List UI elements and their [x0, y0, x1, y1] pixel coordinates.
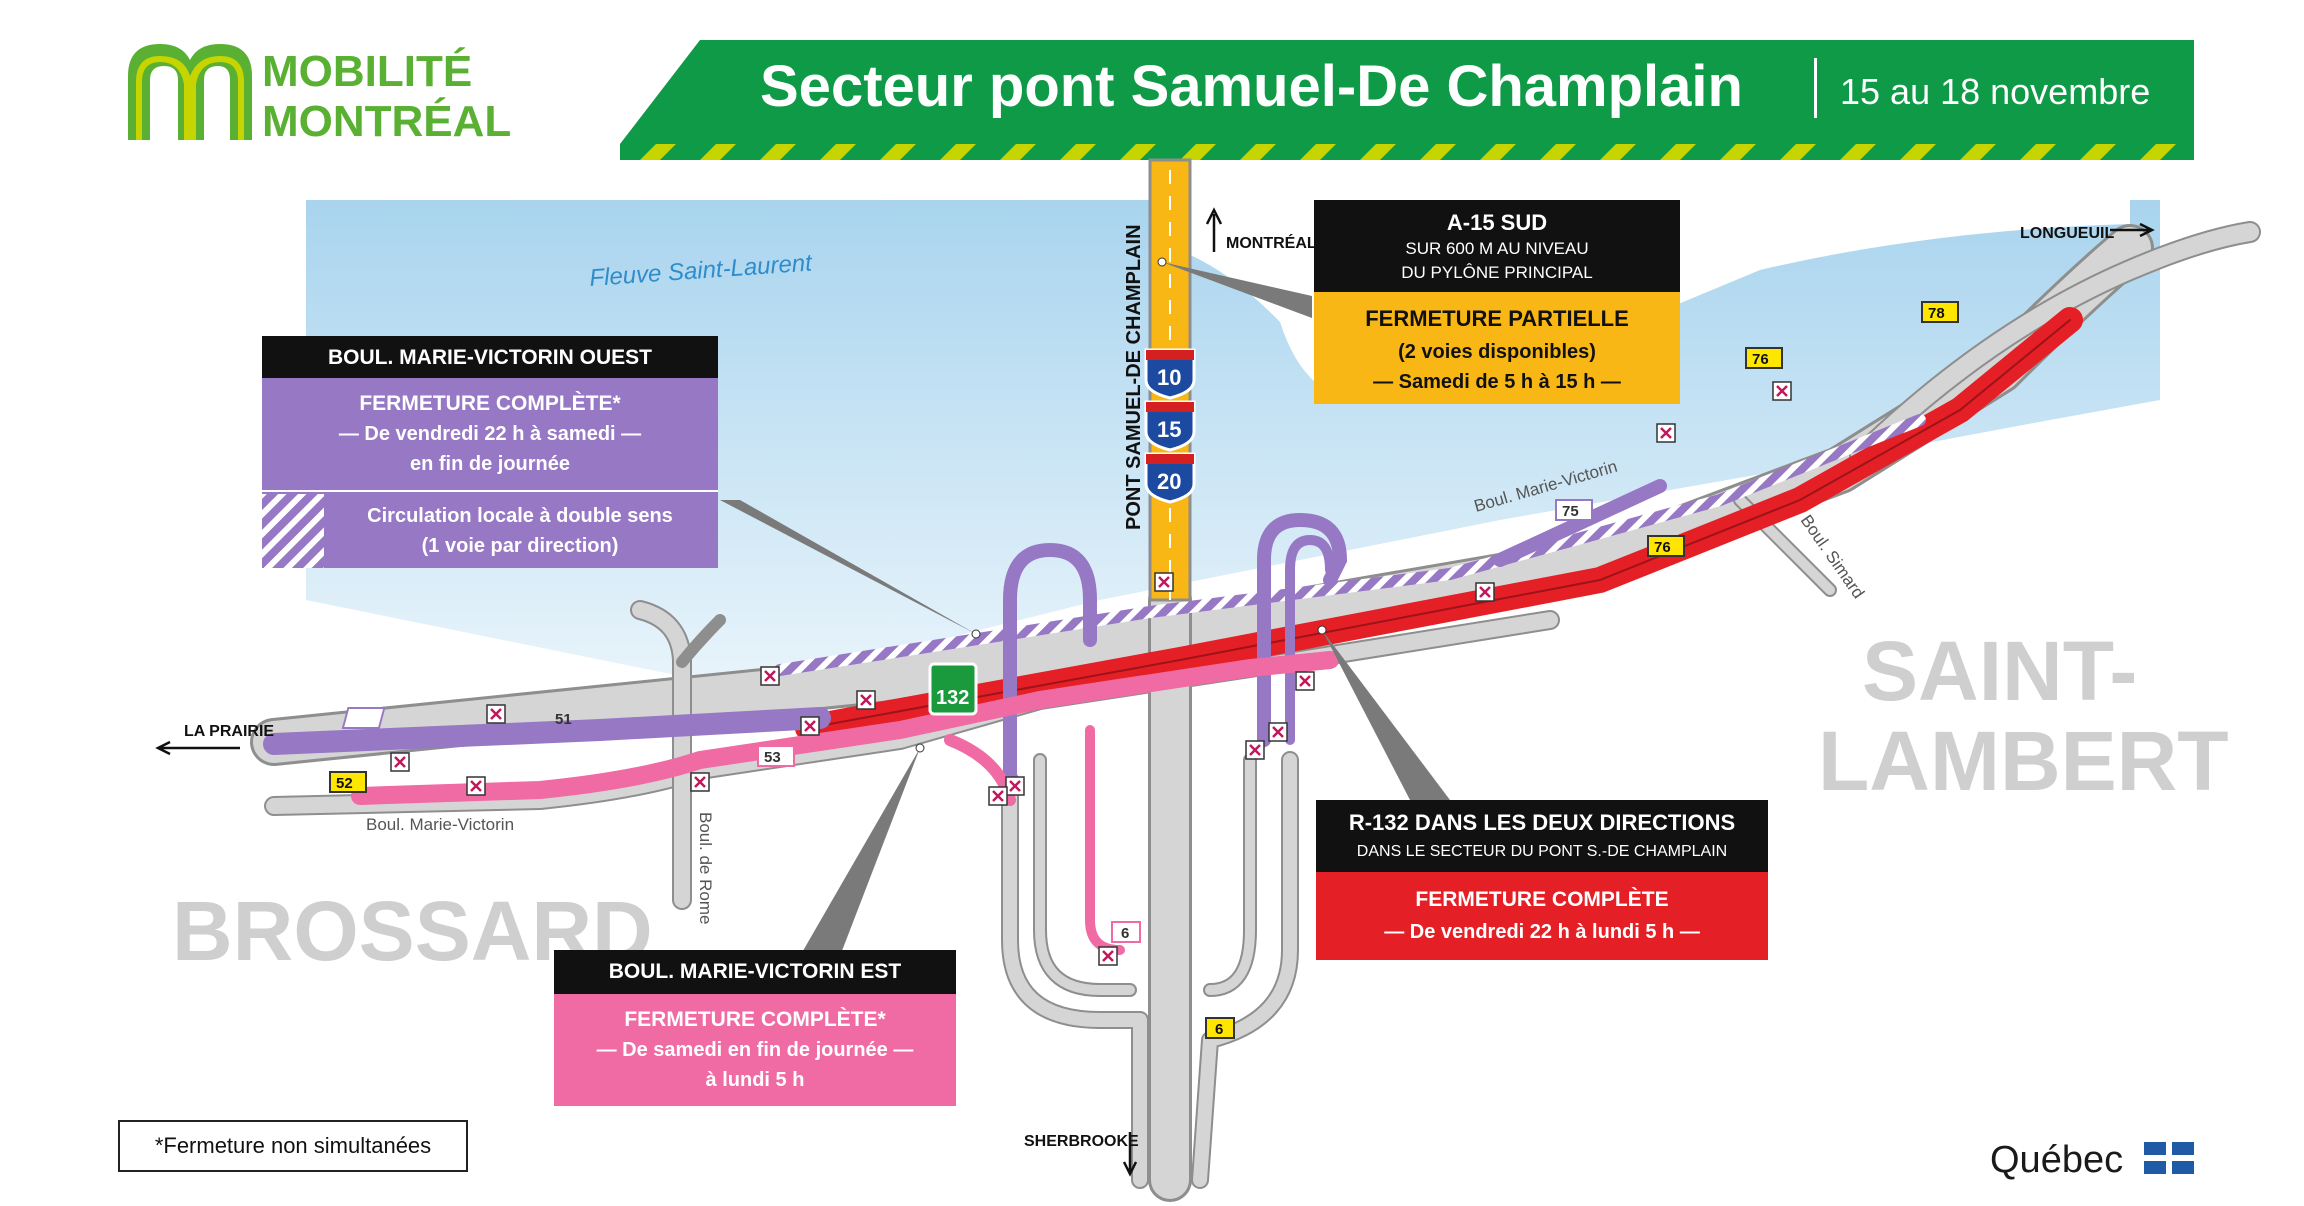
- svg-text:51: 51: [555, 711, 572, 728]
- quebec-flag-icon: [2144, 1142, 2194, 1174]
- exit-75: 75: [1555, 499, 1593, 521]
- closure-r132: [795, 307, 2083, 741]
- mvo-local2: (1 voie par direction): [422, 535, 619, 557]
- shield-i15: 15: [1144, 400, 1196, 452]
- mve-line1: — De samedi en fin de journée —: [597, 1039, 914, 1061]
- callout-mv-est: BOUL. MARIE-VICTORIN EST FERMETURE COMPL…: [554, 950, 956, 1106]
- banner-dates: 15 au 18 novembre: [1840, 71, 2150, 112]
- closure-mv-ouest: [263, 414, 1926, 787]
- mve-title: BOUL. MARIE-VICTORIN EST: [609, 960, 902, 983]
- banner-title: Secteur pont Samuel-De Champlain: [760, 54, 1743, 119]
- a15-status: FERMETURE PARTIELLE: [1365, 306, 1629, 331]
- la-prairie-label: LA PRAIRIE: [184, 723, 274, 740]
- svg-text:75: 75: [1562, 503, 1579, 520]
- arrow-south-icon: [1122, 1132, 1138, 1177]
- exit-78: 78: [1921, 301, 1959, 323]
- banner-stripes: [620, 144, 2194, 160]
- exit-53: 53: [757, 745, 795, 767]
- mvo-status: FERMETURE COMPLÈTE*: [359, 392, 621, 415]
- svg-text:15: 15: [1157, 417, 1181, 442]
- shield-i10: 10: [1144, 348, 1196, 400]
- mvo-title: BOUL. MARIE-VICTORIN OUEST: [328, 346, 652, 369]
- callout-r132: R-132 DANS LES DEUX DIRECTIONS DANS LE S…: [1316, 800, 1768, 960]
- callout-leaders: [720, 257, 1450, 956]
- exit-52: 52: [329, 771, 367, 793]
- mvo-line2: en fin de journée: [410, 453, 570, 475]
- mvo-local1: Circulation locale à double sens: [367, 505, 673, 527]
- interstate-shields: 10 15 20: [1144, 348, 1196, 504]
- mvo-line1: — De vendredi 22 h à samedi —: [339, 423, 641, 445]
- mve-line2: à lundi 5 h: [706, 1069, 805, 1091]
- footnote: *Fermeture non simultanées: [118, 1120, 468, 1172]
- brand-line2: MONTRÉAL: [262, 96, 511, 146]
- shield-i20: 20: [1144, 452, 1196, 504]
- a15-sub2: DU PYLÔNE PRINCIPAL: [1401, 263, 1592, 282]
- r132-title: R-132 DANS LES DEUX DIRECTIONS: [1349, 810, 1735, 835]
- bridge-label: PONT SAMUEL-DE CHAMPLAIN: [1123, 224, 1145, 530]
- saint-lambert-label-2: LAMBERT: [1818, 714, 2229, 808]
- svg-text:76: 76: [1654, 539, 1671, 556]
- exit-76-b: 76: [1647, 535, 1685, 557]
- longueuil-label: LONGUEUIL: [2020, 225, 2114, 242]
- a15-line2: — Samedi de 5 h à 15 h —: [1373, 371, 1621, 393]
- svg-text:78: 78: [1928, 305, 1945, 322]
- arrow-north-icon: [1205, 207, 1223, 252]
- quebec-logo: Québec: [1990, 1139, 2194, 1181]
- r132-line1: — De vendredi 22 h à lundi 5 h —: [1384, 921, 1700, 943]
- brand-logo: MOBILITÉ MONTRÉAL: [128, 44, 511, 146]
- saint-lambert-label-1: SAINT-: [1862, 624, 2137, 718]
- a15-sub1: SUR 600 M AU NIVEAU: [1405, 239, 1588, 258]
- callout-mv-ouest: BOUL. MARIE-VICTORIN OUEST FERMETURE COM…: [262, 336, 718, 568]
- sherbrooke-label: SHERBROOKE: [1024, 1133, 1139, 1150]
- river: [306, 200, 2160, 680]
- street-rome: Boul. de Rome: [696, 812, 715, 924]
- svg-text:52: 52: [336, 775, 353, 792]
- title-banner: Secteur pont Samuel-De Champlain 15 au 1…: [620, 40, 2194, 160]
- arrow-west-icon: [155, 740, 240, 756]
- quebec-wordmark: Québec: [1990, 1139, 2123, 1181]
- arrow-east-icon: [2110, 222, 2155, 238]
- r132-sub: DANS LE SECTEUR DU PONT S.-DE CHAMPLAIN: [1357, 843, 1727, 860]
- shield-r132: 132: [928, 662, 978, 716]
- a15-line1: (2 voies disponibles): [1398, 341, 1596, 363]
- svg-text:53: 53: [764, 749, 781, 766]
- exit-76-a: 76: [1745, 347, 1783, 369]
- r132-status: FERMETURE COMPLÈTE: [1415, 888, 1668, 911]
- callout-a15: A-15 SUD SUR 600 M AU NIVEAU DU PYLÔNE P…: [1314, 200, 1680, 404]
- a15-title: A-15 SUD: [1447, 210, 1547, 235]
- svg-text:132: 132: [936, 687, 969, 709]
- svg-text:6: 6: [1215, 1021, 1223, 1038]
- street-mv-lower: Boul. Marie-Victorin: [366, 815, 514, 834]
- svg-text:6: 6: [1121, 925, 1129, 942]
- montreal-label: MONTRÉAL: [1226, 233, 1317, 252]
- exit-6-b: 6: [1205, 1017, 1235, 1039]
- svg-text:76: 76: [1752, 351, 1769, 368]
- brand-line1: MOBILITÉ: [262, 46, 472, 96]
- exit-6-a: 6: [1111, 921, 1141, 943]
- svg-text:20: 20: [1157, 469, 1181, 494]
- mve-status: FERMETURE COMPLÈTE*: [624, 1008, 886, 1031]
- exit-labels: 51 52 53 6 6 75 76 76 78: [329, 301, 1959, 1039]
- exit-51: 51: [341, 707, 572, 729]
- svg-text:10: 10: [1157, 365, 1181, 390]
